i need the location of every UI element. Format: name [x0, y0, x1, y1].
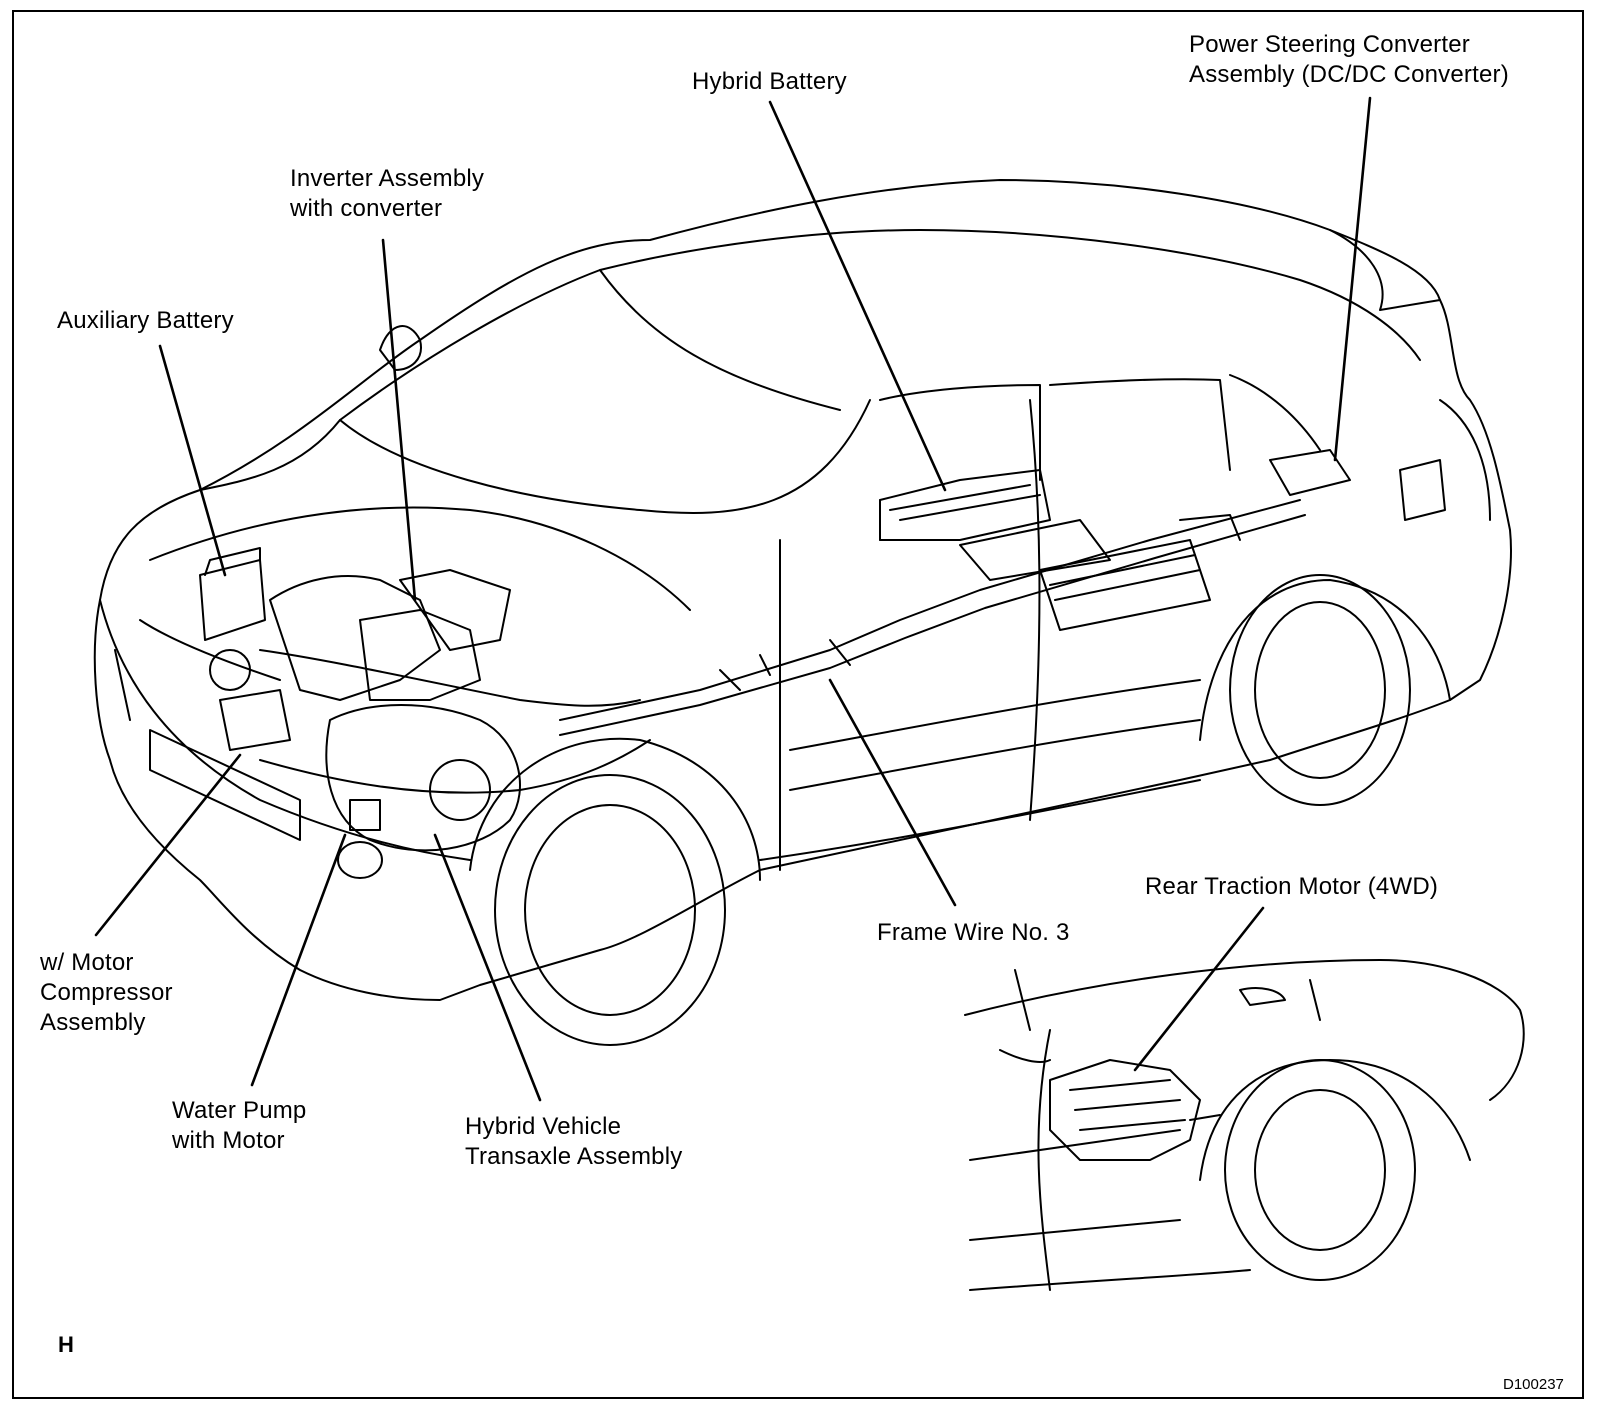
car-body-outline	[93, 179, 1512, 1001]
leader-inverter-assembly	[381, 238, 417, 602]
label-motor-compressor: w/ Motor Compressor Assembly	[40, 949, 173, 1036]
label-rear-traction-motor: Rear Traction Motor (4WD)	[1145, 873, 1439, 900]
label-auxiliary-battery: Auxiliary Battery	[57, 307, 234, 334]
label-power-steering-converter: Power Steering Converter Assembly (DC/DC…	[1189, 31, 1509, 88]
diagram-frame	[12, 10, 1584, 1399]
figure-code: D100237	[1503, 1376, 1564, 1393]
leader-motor-compressor	[94, 753, 242, 937]
leader-rear-traction-motor	[1133, 906, 1265, 1072]
engine-bay	[199, 547, 651, 852]
leader-transaxle	[433, 833, 542, 1102]
hybrid-battery-packs	[879, 449, 1351, 631]
label-transaxle: Hybrid Vehicle Transaxle Assembly	[465, 1113, 683, 1170]
label-inverter-assembly: Inverter Assembly with converter	[290, 165, 485, 222]
leader-frame-wire	[828, 678, 957, 907]
label-hybrid-battery: Hybrid Battery	[692, 68, 847, 95]
label-water-pump: Water Pump with Motor	[172, 1097, 307, 1154]
front-wheel	[469, 737, 761, 1046]
leader-auxiliary-battery	[158, 344, 227, 577]
leader-lines	[94, 96, 1372, 1102]
label-frame-wire: Frame Wire No. 3	[877, 919, 1070, 946]
leader-power-steering-converter	[1333, 96, 1372, 462]
leader-water-pump	[250, 833, 347, 1087]
corner-mark: H	[58, 1332, 74, 1357]
frame-rail	[559, 499, 1306, 736]
rear-inset	[964, 959, 1525, 1291]
rear-wheel	[1199, 574, 1451, 806]
leader-hybrid-battery	[768, 100, 947, 492]
